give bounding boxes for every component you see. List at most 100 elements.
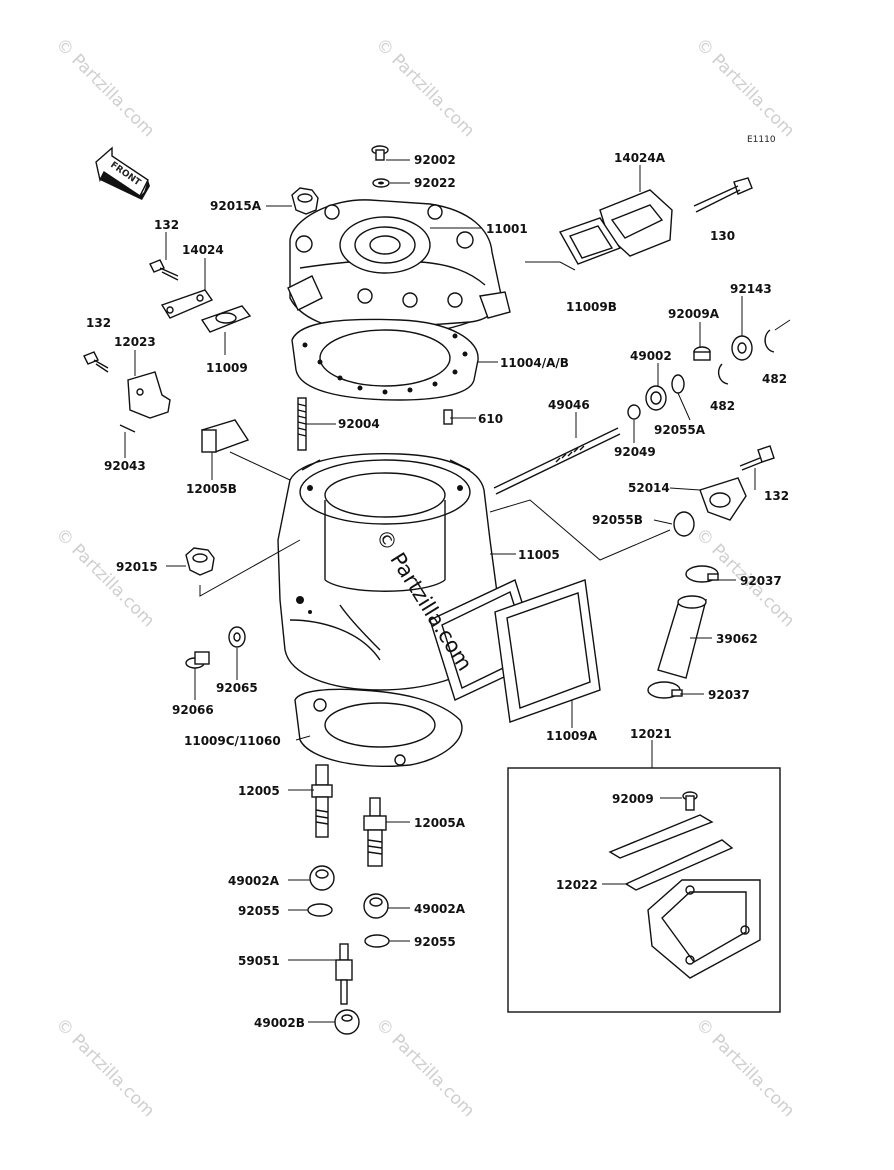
bolt-132-a [149, 259, 179, 281]
watermark: © Partzilla.com [371, 34, 478, 141]
label-49002a-2: 49002A [414, 902, 466, 916]
bolt-132-b [83, 351, 109, 373]
label-14024a: 14024A [614, 151, 666, 165]
label-92049: 92049 [614, 445, 656, 459]
label-11001: 11001 [486, 222, 528, 236]
label-92004: 92004 [338, 417, 380, 431]
watermark: © Partzilla.com [691, 1014, 798, 1121]
label-92043: 92043 [104, 459, 146, 473]
label-12022: 12022 [556, 878, 598, 892]
oring-92055b [673, 511, 695, 537]
label-11009b: 11009B [566, 300, 617, 314]
label-92015a: 92015A [210, 199, 262, 213]
label-14024: 14024 [182, 243, 224, 257]
label-92055-1: 92055 [238, 904, 280, 918]
watermark: © Partzilla.com [691, 34, 798, 141]
oring-92055a [671, 374, 685, 394]
label-12005: 12005 [238, 784, 280, 798]
exhaust-cover-gasket [160, 289, 214, 319]
label-92055b: 92055B [592, 513, 643, 527]
label-39062: 39062 [716, 632, 758, 646]
label-132-c: 132 [764, 489, 789, 503]
valve-shaft-12005 [311, 764, 333, 838]
label-49002a-1: 49002A [228, 874, 280, 888]
reed-screw [682, 791, 698, 811]
label-11009c: 11009C/11060 [184, 734, 281, 748]
oring-92055-2 [364, 934, 390, 948]
cylinder-nut [185, 547, 215, 576]
label-12021: 12021 [630, 727, 672, 741]
reed-gasket [429, 579, 601, 723]
gear-shaft [335, 943, 353, 1005]
screw-92009a [693, 346, 711, 361]
valve-cover-gasket [558, 217, 622, 265]
label-92009: 92009 [612, 792, 654, 806]
label-92065: 92065 [216, 681, 258, 695]
circlip-b [717, 363, 729, 385]
reed-valve-box [507, 767, 781, 1013]
head-bolt [371, 145, 390, 188]
label-12005a: 12005A [414, 816, 466, 830]
label-132-b: 132 [86, 316, 111, 330]
label-482-b: 482 [710, 399, 735, 413]
valve-shaft-12005a [363, 797, 387, 867]
label-92022: 92022 [414, 176, 456, 190]
bolt-130 [693, 177, 753, 213]
collar [731, 335, 753, 361]
label-59051: 59051 [238, 954, 280, 968]
leader-lines [124, 159, 791, 1023]
bushing-49002b [334, 1009, 360, 1035]
front-arrow-icon: FRONT [95, 146, 150, 200]
bushing-49002a-2 [363, 893, 389, 919]
drain-bolt [185, 626, 246, 669]
head-gasket [291, 318, 479, 401]
label-92037-b: 92037 [708, 688, 750, 702]
label-92055-2: 92055 [414, 935, 456, 949]
cylinder-head [287, 199, 511, 337]
label-52014: 52014 [628, 481, 670, 495]
head-nut [291, 187, 319, 215]
valve-cover [599, 189, 673, 257]
coolant-hose [657, 595, 707, 679]
hose-clamp-lower [647, 681, 683, 699]
label-49002b: 49002B [254, 1016, 305, 1030]
bolt-132-c [739, 445, 775, 471]
hose-clamp-upper [685, 565, 719, 583]
watermark: © Partzilla.com [51, 524, 158, 631]
label-482-a: 482 [762, 372, 787, 386]
label-92066: 92066 [172, 703, 214, 717]
label-92143: 92143 [730, 282, 772, 296]
watermark: © Partzilla.com [51, 1014, 158, 1121]
label-12005b: 12005B [186, 482, 237, 496]
label-610: 610 [478, 412, 503, 426]
label-11009: 11009 [206, 361, 248, 375]
label-11004: 11004/A/B [500, 356, 569, 370]
base-gasket [294, 688, 463, 767]
label-11005: 11005 [518, 548, 560, 562]
label-49046: 49046 [548, 398, 590, 412]
label-92055a: 92055A [654, 423, 706, 437]
valve-gasket [200, 305, 252, 333]
cylinder-stud [297, 397, 307, 451]
label-12023: 12023 [114, 335, 156, 349]
label-92037-a: 92037 [740, 574, 782, 588]
label-92015: 92015 [116, 560, 158, 574]
watermark: © Partzilla.com [51, 34, 158, 141]
label-49002: 49002 [630, 349, 672, 363]
exhaust-valve-bracket [119, 371, 171, 433]
watermark: © Partzilla.com [371, 1014, 478, 1121]
label-11009a: 11009A [546, 729, 598, 743]
valve-actuator [200, 419, 250, 453]
label-92002: 92002 [414, 153, 456, 167]
part-labels: 92002 92022 92015A 11001 14024A 130 132 … [86, 151, 789, 1030]
bushing-49002a-1 [309, 865, 335, 891]
circlip-a [764, 329, 775, 353]
washer-92049 [627, 404, 641, 420]
valve-housing [699, 477, 747, 521]
bushing-49002 [645, 385, 667, 411]
label-132-a: 132 [154, 218, 179, 232]
diagram-code: E1110 [747, 135, 776, 145]
valve-rod [493, 427, 621, 495]
oring-92055-1 [307, 903, 333, 917]
